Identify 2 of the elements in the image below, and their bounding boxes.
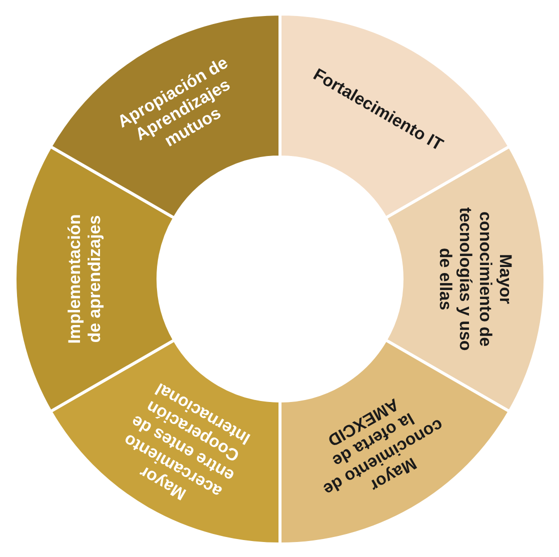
segment-label: Implementación de aprendizajes [65, 213, 105, 346]
segment-label: Mayor conocimiento de tecnologías y uso de ellas [435, 206, 515, 353]
